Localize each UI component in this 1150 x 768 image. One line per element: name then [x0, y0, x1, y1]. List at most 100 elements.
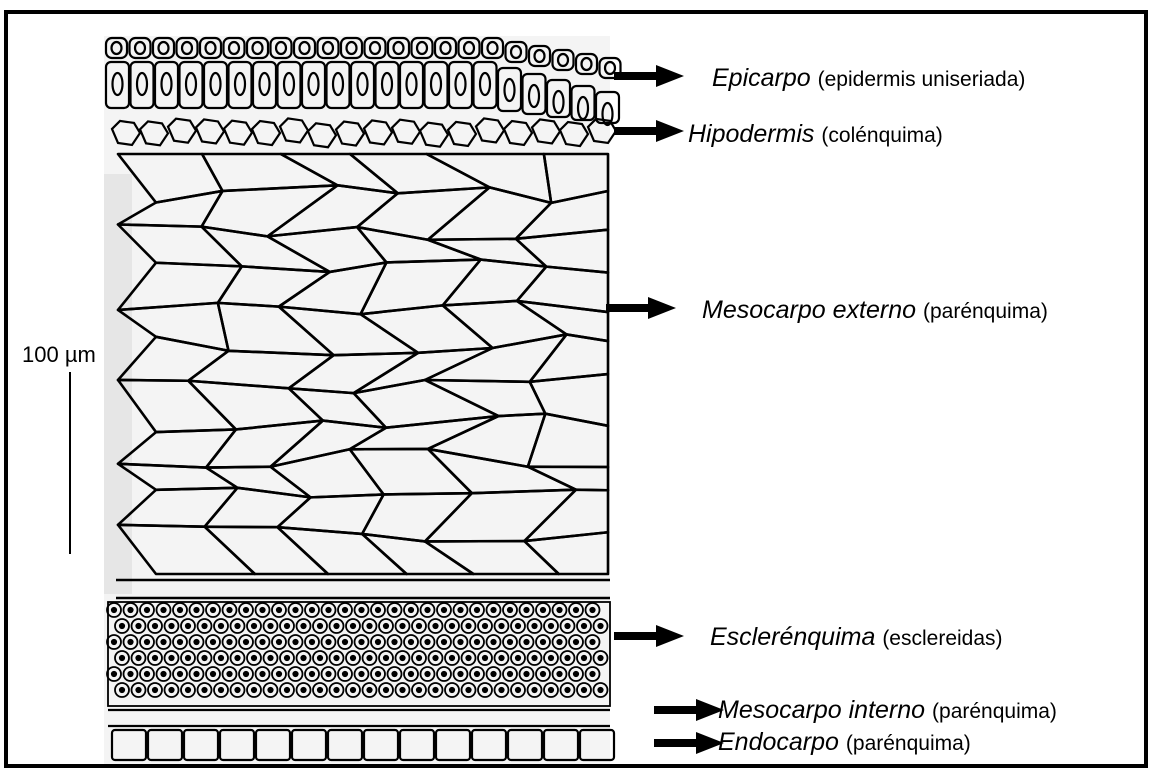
sclereid-lumen	[334, 688, 338, 692]
sclereid-lumen	[417, 656, 421, 660]
sclereid-lumen	[219, 624, 223, 628]
sclereid-lumen	[532, 656, 536, 660]
arrow-head	[656, 120, 684, 142]
sclereid-lumen	[442, 672, 446, 676]
sclereid-lumen	[516, 624, 520, 628]
sclereid-lumen	[442, 608, 446, 612]
sclereid-lumen	[252, 688, 256, 692]
sclereid-lumen	[574, 608, 578, 612]
sclereid-lumen	[532, 624, 536, 628]
sclereid-lumen	[367, 624, 371, 628]
label-esclerenquima-term: Esclerénquima	[710, 623, 875, 651]
sclereid-lumen	[128, 640, 132, 644]
arrow-head	[648, 297, 676, 319]
pericarp-cross-section-diagram	[8, 14, 1144, 764]
sclereid-lumen	[128, 608, 132, 612]
sclereid-lumen	[244, 608, 248, 612]
sclereid-lumen	[301, 688, 305, 692]
sclereid-lumen	[268, 656, 272, 660]
label-mesocarpo-externo-term: Mesocarpo externo	[702, 296, 916, 324]
sclereid-lumen	[524, 640, 528, 644]
sclereid-lumen	[153, 624, 157, 628]
sclereid-lumen	[557, 640, 561, 644]
sclereid-lumen	[219, 688, 223, 692]
sclereid-lumen	[359, 672, 363, 676]
sclereid-lumen	[293, 640, 297, 644]
sclereid-lumen	[343, 640, 347, 644]
sclereid-lumen	[136, 688, 140, 692]
sclereid-lumen	[202, 624, 206, 628]
label-hipodermis-term: Hipodermis	[688, 120, 814, 148]
label-esclerenquima-desc: (esclereidas)	[882, 627, 1002, 650]
sclereid-lumen	[384, 624, 388, 628]
sclereid-lumen	[384, 688, 388, 692]
figure-frame: 100 µm Epicarpo (epidermis uniseriada) H…	[4, 10, 1148, 768]
sclereid-lumen	[475, 672, 479, 676]
label-hipodermis: Hipodermis (colénquima)	[688, 122, 943, 147]
sclereid-lumen	[186, 624, 190, 628]
sclereid-lumen	[499, 624, 503, 628]
sclereid-lumen	[351, 656, 355, 660]
sclereid-lumen	[442, 640, 446, 644]
sclereid-lumen	[277, 640, 281, 644]
sclereid-lumen	[244, 672, 248, 676]
sclereid-lumen	[598, 688, 602, 692]
label-mesocarpo-externo: Mesocarpo externo (parénquima)	[702, 298, 1048, 323]
sclereid-lumen	[565, 688, 569, 692]
sclereid-lumen	[194, 640, 198, 644]
sclereid-lumen	[367, 688, 371, 692]
sclereid-lumen	[409, 672, 413, 676]
sclereid-lumen	[499, 656, 503, 660]
sclereid-lumen	[285, 624, 289, 628]
sclereid-lumen	[326, 640, 330, 644]
sclereid-lumen	[582, 656, 586, 660]
arrow-shaft	[654, 706, 702, 714]
sclereid-lumen	[458, 608, 462, 612]
sclereid-lumen	[516, 656, 520, 660]
label-arrows	[606, 65, 724, 754]
sclereid-lumen	[178, 672, 182, 676]
label-mesocarpo-interno-term: Mesocarpo interno	[718, 696, 925, 724]
sclereid-lumen	[532, 688, 536, 692]
sclereid-lumen	[145, 672, 149, 676]
sclereid-lumen	[574, 672, 578, 676]
sclereid-lumen	[235, 688, 239, 692]
sclereid-lumen	[541, 640, 545, 644]
sclereid-lumen	[318, 688, 322, 692]
sclereid-lumen	[433, 624, 437, 628]
sclereid-lumen	[260, 608, 264, 612]
label-epicarpo: Epicarpo (epidermis uniseriada)	[712, 66, 1025, 91]
label-epicarpo-term: Epicarpo	[712, 64, 811, 92]
sclereid-lumen	[409, 640, 413, 644]
sclereid-lumen	[293, 608, 297, 612]
sclereid-lumen	[417, 624, 421, 628]
sclereid-lumen	[153, 656, 157, 660]
sclereid-lumen	[186, 688, 190, 692]
tissue-background-left-shadow	[104, 174, 132, 594]
sclereid-lumen	[541, 608, 545, 612]
sclereid-lumen	[178, 608, 182, 612]
sclereid-lumen	[334, 624, 338, 628]
sclereid-lumen	[598, 624, 602, 628]
sclereid-lumen	[161, 640, 165, 644]
sclereid-lumen	[211, 608, 215, 612]
sclereid-lumen	[178, 640, 182, 644]
sclereid-lumen	[120, 656, 124, 660]
sclereid-lumen	[491, 672, 495, 676]
sclereid-lumen	[582, 688, 586, 692]
label-mesocarpo-interno-desc: (parénquima)	[932, 700, 1057, 723]
sclereid-lumen	[112, 608, 116, 612]
sclereid-lumen	[227, 608, 231, 612]
sclereid-lumen	[301, 624, 305, 628]
sclereid-lumen	[565, 656, 569, 660]
arrow-head	[656, 65, 684, 87]
sclereid-lumen	[475, 640, 479, 644]
arrow-shaft	[606, 304, 654, 312]
sclereid-lumen	[334, 656, 338, 660]
sclereid-lumen	[235, 656, 239, 660]
sclereid-lumen	[376, 608, 380, 612]
sclereid-lumen	[384, 656, 388, 660]
sclereid-lumen	[458, 640, 462, 644]
sclereid-lumen	[227, 672, 231, 676]
sclereid-lumen	[268, 688, 272, 692]
